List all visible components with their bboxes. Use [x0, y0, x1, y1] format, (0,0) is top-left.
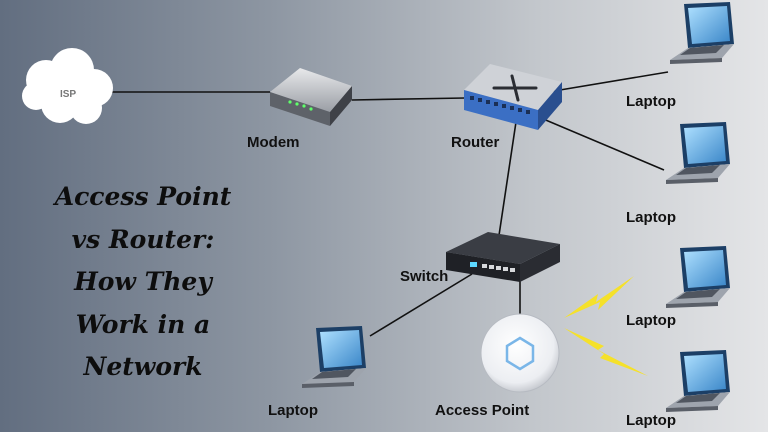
- title-line: How They: [74, 267, 212, 296]
- link-router-laptop-1: [547, 71, 669, 93]
- switch-label: Switch: [400, 268, 449, 285]
- router-icon: [464, 64, 562, 130]
- link-switch-laptop-5: [369, 273, 473, 337]
- title-line: Work in a: [75, 309, 211, 339]
- laptop-label-4: Laptop: [626, 412, 676, 429]
- access-point-icon: [480, 313, 560, 393]
- diagram-title: Access Point vs Router: How They Work in…: [48, 176, 238, 389]
- laptop-icon: [666, 122, 730, 184]
- link-modem-router: [351, 97, 466, 101]
- modem-icon: [270, 68, 352, 126]
- title-line: Network: [83, 352, 203, 381]
- access-point-label: Access Point: [435, 402, 530, 419]
- router-label: Router: [451, 134, 500, 151]
- laptop-label-5: Laptop: [268, 402, 318, 419]
- lightning-icon: [564, 276, 648, 376]
- cloud-icon: ISP: [22, 48, 113, 124]
- title-line: Access Point: [54, 182, 232, 211]
- laptop-label-1: Laptop: [626, 93, 676, 110]
- switch-icon: [446, 232, 560, 282]
- laptop-label-2: Laptop: [626, 209, 676, 226]
- isp-label: ISP: [60, 89, 76, 100]
- laptop-icon: [302, 326, 366, 388]
- laptop-icon: [670, 2, 734, 64]
- title-line: vs Router:: [71, 224, 215, 254]
- modem-label: Modem: [247, 134, 300, 151]
- laptop-icon: [666, 246, 730, 308]
- laptop-icon: [666, 350, 730, 412]
- laptop-label-3: Laptop: [626, 312, 676, 329]
- link-router-switch: [497, 121, 517, 243]
